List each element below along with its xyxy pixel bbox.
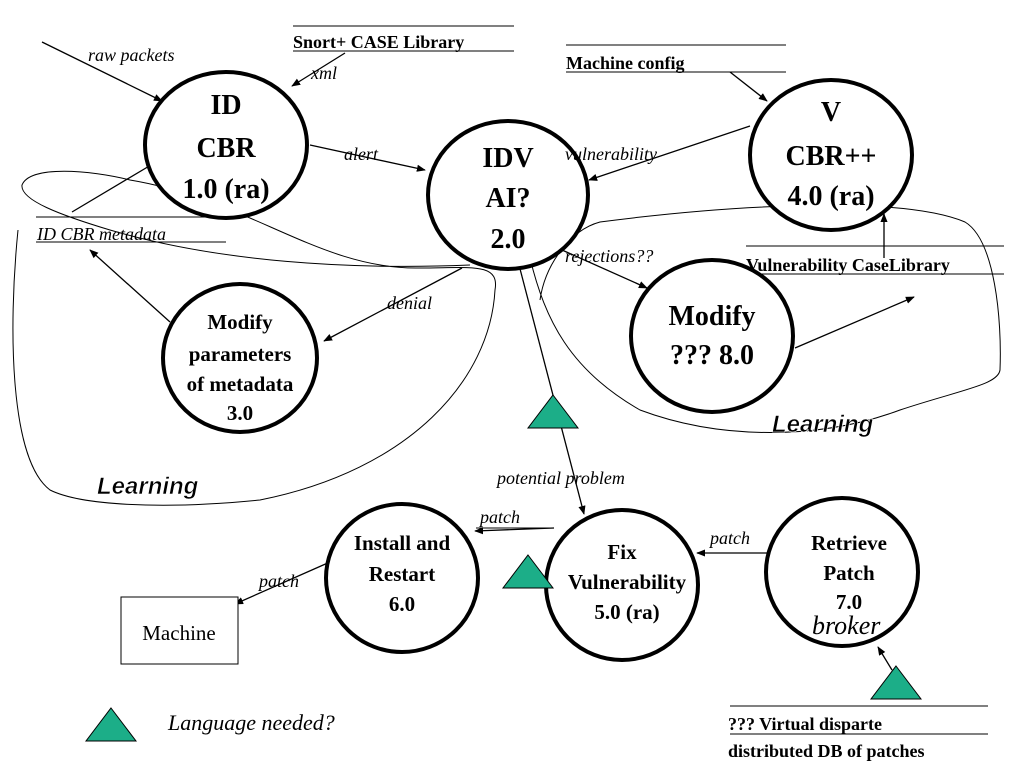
learning-loop-right bbox=[529, 204, 1001, 433]
process-label: Restart bbox=[369, 562, 435, 586]
flow-modify8-to-library bbox=[794, 296, 915, 349]
flow-raw-packets bbox=[41, 41, 163, 102]
flow-metadata-to-idcbr bbox=[71, 161, 157, 213]
process-label: 6.0 bbox=[389, 592, 415, 616]
store-snort-library: Snort+ CASE Library bbox=[293, 25, 514, 52]
process-id-cbr: ID CBR 1.0 (ra) bbox=[143, 70, 309, 220]
label-denial: denial bbox=[387, 293, 432, 313]
flow-xml bbox=[291, 52, 346, 87]
process-label: V bbox=[821, 97, 841, 128]
label-patch-machine: patch bbox=[257, 571, 299, 591]
triangle-marker bbox=[526, 394, 580, 429]
process-label: AI? bbox=[485, 183, 530, 214]
flow-modify-to-metadata bbox=[89, 249, 171, 323]
flow-rejections bbox=[561, 249, 648, 289]
process-label: 7.0 bbox=[836, 590, 862, 614]
process-label: 2.0 bbox=[491, 224, 526, 255]
process-label: parameters bbox=[189, 342, 292, 366]
label-raw-packets: raw packets bbox=[88, 45, 174, 65]
process-label: IDV bbox=[482, 143, 533, 174]
flow-patch-install bbox=[474, 527, 555, 535]
legend: Language needed? bbox=[84, 707, 335, 742]
learning-loop-left bbox=[12, 170, 497, 506]
store-label: Machine config bbox=[566, 53, 685, 73]
label-rejections: rejections?? bbox=[565, 246, 653, 266]
flow-patch-machine bbox=[234, 561, 331, 605]
label-vulnerability: vulnerability bbox=[565, 144, 657, 164]
process-label: 4.0 (ra) bbox=[787, 181, 874, 212]
process-fix-vulnerability: Fix Vulnerability 5.0 (ra) bbox=[544, 508, 700, 662]
process-idv: IDV AI? 2.0 bbox=[426, 119, 590, 271]
process-label: ??? 8.0 bbox=[670, 340, 754, 371]
label-broker: broker bbox=[812, 611, 881, 640]
store-virtual-db: ??? Virtual disparte distributed DB of p… bbox=[728, 705, 988, 761]
flow-vulnerability bbox=[588, 125, 751, 181]
flow-broker bbox=[877, 646, 893, 671]
process-label: Fix bbox=[607, 540, 637, 564]
process-label: 5.0 (ra) bbox=[594, 600, 659, 624]
process-label: Retrieve bbox=[811, 531, 887, 555]
store-vulnerability-case-library: Vulnerability CaseLibrary bbox=[746, 245, 1004, 275]
process-label: ID bbox=[210, 90, 241, 121]
process-label: Install and bbox=[354, 531, 451, 555]
legend-label: Language needed? bbox=[167, 710, 335, 735]
flow-alert bbox=[309, 144, 426, 172]
process-label: 3.0 bbox=[227, 401, 253, 425]
store-label: Snort+ CASE Library bbox=[293, 32, 464, 52]
label-potential-problem: potential problem bbox=[495, 468, 625, 488]
process-label: CBR bbox=[196, 133, 256, 164]
label-patch-install: patch bbox=[478, 507, 520, 527]
label-alert: alert bbox=[344, 144, 379, 164]
learning-label-right: Learning bbox=[772, 411, 874, 438]
process-modify-parameters: Modify parameters of metadata 3.0 bbox=[161, 282, 319, 434]
legend-triangle-icon bbox=[84, 707, 138, 742]
store-label-line1: ??? Virtual disparte bbox=[728, 714, 882, 734]
process-retrieve-patch: Retrieve Patch 7.0 bbox=[764, 496, 920, 648]
store-label-line2: distributed DB of patches bbox=[728, 741, 925, 761]
flow-denial bbox=[323, 267, 463, 342]
process-label: 1.0 (ra) bbox=[182, 174, 269, 205]
process-label: Patch bbox=[823, 561, 875, 585]
flow-machine-config bbox=[729, 71, 768, 102]
process-label: Modify bbox=[207, 310, 273, 334]
process-install-restart: Install and Restart 6.0 bbox=[324, 502, 480, 654]
store-label: Vulnerability CaseLibrary bbox=[746, 255, 950, 275]
store-id-cbr-metadata: ID CBR metadata bbox=[36, 216, 226, 244]
flow-potential-problem bbox=[518, 264, 586, 515]
external-machine: Machine bbox=[120, 596, 239, 665]
store-label: ID CBR metadata bbox=[36, 224, 166, 244]
process-label: CBR++ bbox=[785, 141, 876, 172]
process-label: of metadata bbox=[187, 372, 294, 396]
process-label: Modify bbox=[668, 301, 755, 332]
machine-label: Machine bbox=[142, 621, 215, 645]
triangle-marker bbox=[501, 554, 555, 589]
learning-label-left: Learning bbox=[97, 473, 199, 500]
label-patch-retrieve: patch bbox=[708, 528, 750, 548]
store-machine-config: Machine config bbox=[566, 44, 786, 73]
process-v-cbr: V CBR++ 4.0 (ra) bbox=[748, 78, 914, 232]
label-xml: xml bbox=[310, 63, 337, 83]
triangle-marker bbox=[869, 665, 923, 700]
process-label: Vulnerability bbox=[568, 570, 687, 594]
process-modify-8: Modify ??? 8.0 bbox=[629, 258, 795, 414]
